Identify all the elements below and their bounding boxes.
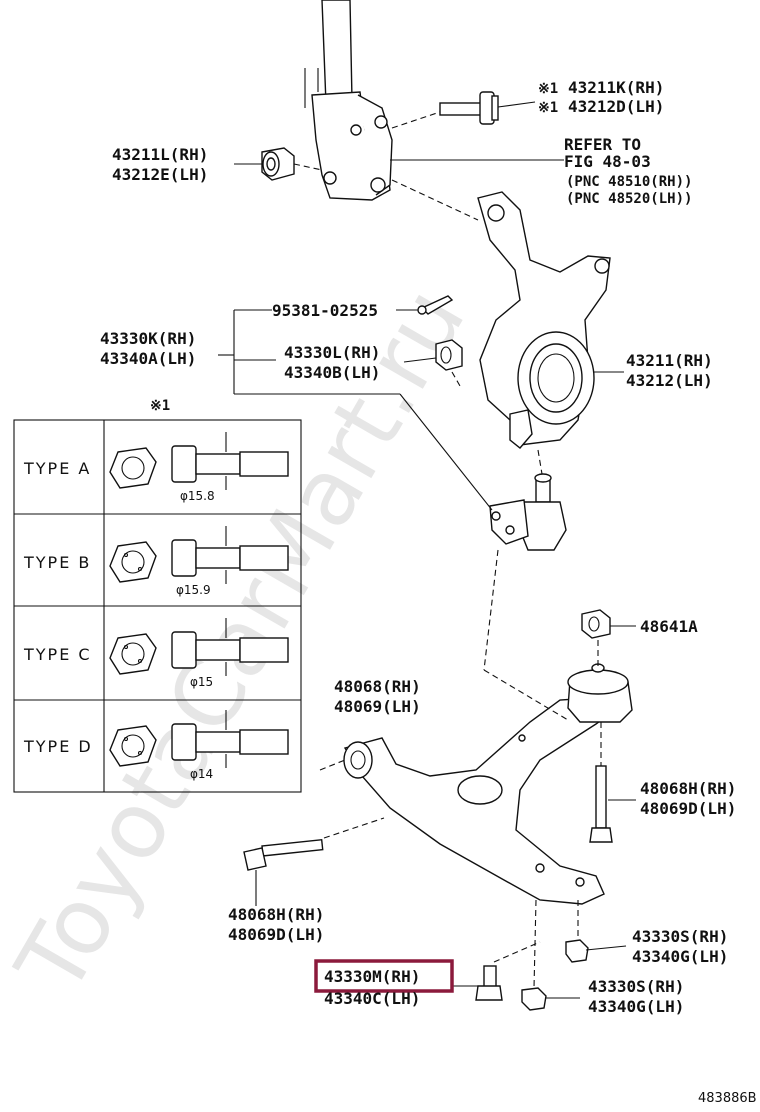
strut-assembly-illustration — [304, 0, 393, 201]
part-label-43340b[interactable]: 43340B(LH) — [284, 363, 380, 382]
part-label-48641a[interactable]: 48641A — [640, 617, 698, 636]
part-label-43212[interactable]: 43212(LH) — [626, 371, 713, 390]
part-label-43340c[interactable]: 43340C(LH) — [324, 989, 420, 1008]
part-label-43340a[interactable]: 43340A(LH) — [100, 349, 196, 368]
refer-pnc-rh-label: (PNC 48510(RH)) — [566, 174, 692, 190]
refer-to-label: REFER TO — [564, 135, 641, 154]
part-label-43212e[interactable]: 43212E(LH) — [112, 165, 208, 184]
bolt-43211k-illustration — [391, 91, 536, 129]
type-d-label: TYPE D — [23, 737, 93, 756]
part-label-43211k[interactable]: 43211K(RH) — [568, 78, 664, 97]
bolt-types-table — [13, 419, 302, 793]
refer-fig-label[interactable]: FIG 48-03 — [564, 152, 651, 171]
steering-knuckle-illustration — [391, 179, 611, 449]
part-label-48068[interactable]: 48068(RH) — [334, 677, 421, 696]
part-label-48068h-left[interactable]: 48068H(RH) — [228, 905, 324, 924]
lower-control-arm-illustration — [319, 549, 633, 905]
part-label-48069d-right[interactable]: 48069D(LH) — [640, 799, 736, 818]
type-b-diameter: φ15.9 — [176, 583, 211, 597]
bolt-48068h-left-illustration — [243, 817, 385, 906]
note-marker-1: ※1 — [538, 81, 558, 97]
highlight-box-43330m — [314, 959, 454, 993]
part-label-48069d-left[interactable]: 48069D(LH) — [228, 925, 324, 944]
nut-48641a-illustration — [581, 609, 636, 668]
part-label-43330s-a[interactable]: 43330S(RH) — [632, 927, 728, 946]
type-a-label: TYPE A — [23, 459, 91, 478]
type-a-diameter: φ15.8 — [180, 489, 215, 503]
type-d-bolt-illustration — [109, 710, 289, 768]
ball-joint-illustration — [489, 449, 567, 551]
type-b-bolt-illustration — [109, 526, 289, 584]
part-label-43340g-a[interactable]: 43340G(LH) — [632, 947, 728, 966]
part-label-43330m[interactable]: 43330M(RH) — [324, 967, 420, 986]
type-c-label: TYPE C — [23, 645, 92, 664]
nut-43330s-b-illustration — [521, 899, 580, 1011]
part-label-43330l[interactable]: 43330L(RH) — [284, 343, 380, 362]
part-label-43330k[interactable]: 43330K(RH) — [100, 329, 196, 348]
cotter-pin-illustration — [396, 295, 454, 315]
diagram-code: 483886B — [698, 1091, 757, 1106]
nut-43330l-illustration — [403, 339, 463, 387]
type-d-diameter: φ14 — [190, 767, 213, 781]
part-label-43340g-b[interactable]: 43340G(LH) — [588, 997, 684, 1016]
nut-43211l-illustration — [234, 147, 323, 181]
part-label-48069[interactable]: 48069(LH) — [334, 697, 421, 716]
bolt-48068h-right-illustration — [589, 722, 636, 843]
part-label-48068h-right[interactable]: 48068H(RH) — [640, 779, 736, 798]
note-marker-2: ※1 — [538, 100, 558, 116]
part-label-43212d[interactable]: 43212D(LH) — [568, 97, 664, 116]
type-c-diameter: φ15 — [190, 675, 213, 689]
joint-bracket-lines — [218, 309, 493, 511]
bolt-43330m-illustration — [452, 941, 541, 1001]
types-table-marker: ※1 — [150, 398, 170, 414]
type-a-bolt-illustration — [109, 432, 289, 490]
nut-43330s-a-illustration — [565, 900, 627, 963]
type-b-label: TYPE B — [23, 553, 91, 572]
part-label-95381-02525[interactable]: 95381-02525 — [272, 301, 378, 320]
part-label-43330s-b[interactable]: 43330S(RH) — [588, 977, 684, 996]
part-label-43211[interactable]: 43211(RH) — [626, 351, 713, 370]
part-label-43211l[interactable]: 43211L(RH) — [112, 145, 208, 164]
type-c-bolt-illustration — [109, 618, 289, 676]
refer-pnc-lh-label: (PNC 48520(LH)) — [566, 191, 692, 207]
